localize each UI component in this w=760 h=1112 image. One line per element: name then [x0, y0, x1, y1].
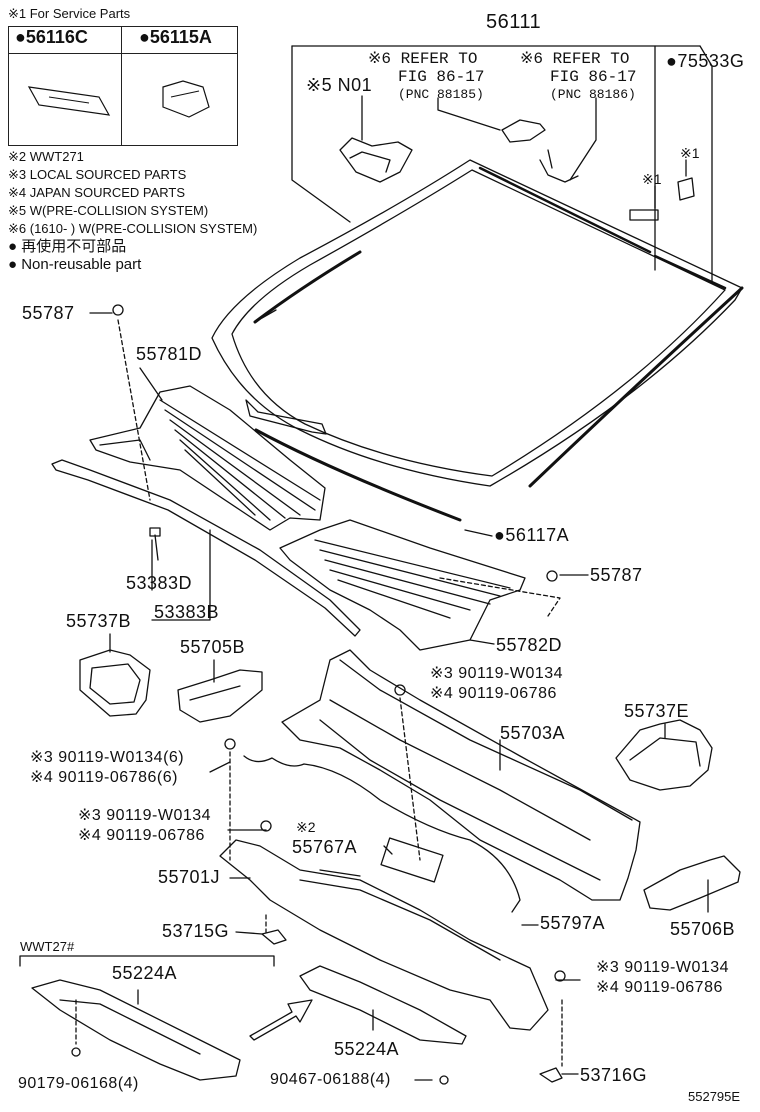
part-53715g: 53715G: [162, 921, 230, 941]
service-part-left-number: ●56116C: [15, 27, 88, 47]
part-56111: 56111: [486, 11, 542, 33]
refer-line: ※6 REFER TO: [368, 50, 478, 68]
part-55767a: 55767A: [292, 837, 358, 857]
refer-line: (PNC 88185): [398, 87, 484, 102]
emblem-part-sketch: [27, 86, 111, 116]
part-75533g: ●75533G: [666, 51, 745, 71]
part-90179-06168: 90179-06168(4): [18, 1075, 139, 1092]
lower-cowl-panel: [219, 839, 549, 1031]
part-55701j: 55701J: [158, 867, 221, 887]
legend-note: ※3 LOCAL SOURCED PARTS: [8, 167, 187, 182]
legend-note: ※5 W(PRE-COLLISION SYSTEM): [8, 203, 209, 218]
cowl-top-panel: [281, 649, 641, 901]
note-star1-emblem: ※1: [642, 171, 662, 187]
part-55224a-left: 55224A: [112, 963, 178, 983]
legend-note: ※2 WWT271: [8, 149, 84, 164]
part-55787-top: 55787: [22, 303, 75, 323]
part-55781d: 55781D: [136, 344, 203, 364]
service-parts-title: ※1 For Service Parts: [8, 6, 131, 21]
refer-line: ※6 REFER TO: [520, 50, 630, 68]
refer-line: (PNC 88186): [550, 87, 636, 102]
variant-wwt27: WWT27#: [20, 939, 75, 954]
part-55224a-right: 55224A: [334, 1039, 400, 1059]
part-n01: ※5 N01: [306, 75, 373, 95]
legend-non-reusable-en: ● Non-reusable part: [8, 256, 142, 273]
figure-id: 552795E: [688, 1089, 741, 1104]
legend-note: ※6 (1610- ) W(PRE-COLLISION SYSTEM): [8, 221, 258, 236]
part-55782d: 55782D: [496, 635, 563, 655]
service-parts-box: ●56116C ●56115A: [8, 26, 238, 146]
part-55703a: 55703A: [500, 723, 566, 743]
refer-note-left: ※6 REFER TO FIG 86-17 (PNC 88185): [368, 50, 484, 104]
legend-notes: ※2 WWT271 ※3 LOCAL SOURCED PARTS ※4 JAPA…: [8, 148, 257, 274]
part-53383d: 53383D: [126, 573, 193, 593]
windshield-glass: [211, 159, 743, 487]
bolt-90119-w0134-mid: ※3 90119-W0134: [78, 807, 212, 824]
bolt-90119-w0134-bottom: ※3 90119-W0134: [596, 959, 730, 976]
part-55787-right: 55787: [590, 565, 643, 585]
service-part-right-number: ●56115A: [139, 27, 212, 47]
bolt-90119-w0134-6: ※3 90119-W0134(6): [30, 749, 185, 766]
part-55706b: 55706B: [670, 919, 736, 939]
legend-non-reusable-jp: ● 再使用不可部品: [8, 238, 127, 255]
refer-line: FIG 86-17: [550, 68, 637, 86]
lower-louver-panel: [279, 519, 526, 651]
refer-note-right: ※6 REFER TO FIG 86-17 (PNC 88186): [520, 50, 636, 104]
cowl-louver-panel: [89, 385, 326, 531]
part-53716g: 53716G: [580, 1065, 648, 1085]
part-55737e: 55737E: [624, 701, 690, 721]
legend-note: ※4 JAPAN SOURCED PARTS: [8, 185, 186, 200]
note-star1-clip: ※1: [680, 145, 700, 161]
part-55705b: 55705B: [180, 637, 246, 657]
refer-line: FIG 86-17: [398, 68, 485, 86]
bolt-90119-06786-bottom: ※4 90119-06786: [596, 979, 723, 996]
part-55737b: 55737B: [66, 611, 132, 631]
bolt-90119-w0134-top: ※3 90119-W0134: [430, 665, 564, 682]
bolt-90119-06786-6: ※4 90119-06786(6): [30, 769, 178, 786]
part-55797a: 55797A: [540, 913, 606, 933]
clip-part-sketch: [162, 80, 210, 118]
note-star2: ※2: [296, 819, 316, 835]
bolt-90119-06786-mid: ※4 90119-06786: [78, 827, 205, 844]
bolt-90119-06786-top: ※4 90119-06786: [430, 685, 557, 702]
part-56117a: ●56117A: [494, 525, 570, 545]
part-53383b: 53383B: [154, 602, 220, 622]
part-90467-06188: 90467-06188(4): [270, 1071, 391, 1088]
